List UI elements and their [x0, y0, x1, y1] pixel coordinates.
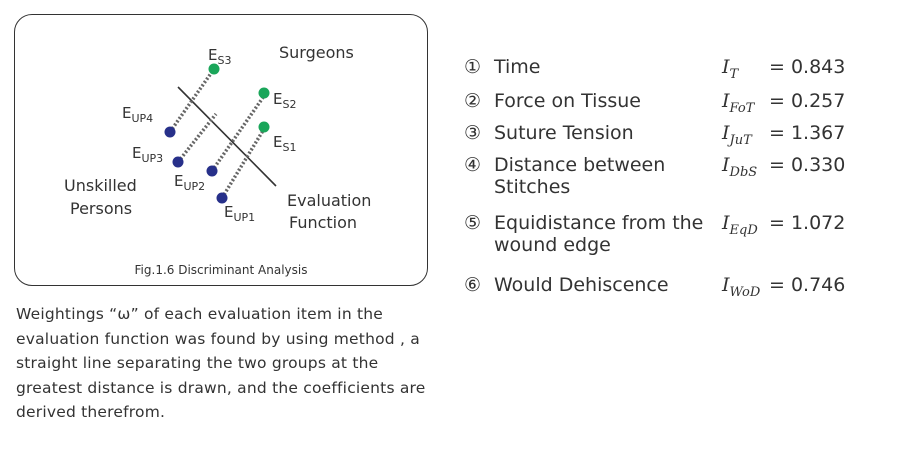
item-number: ⑤ — [464, 212, 482, 234]
item-value: = 0.746 — [769, 274, 846, 296]
item-number: ① — [464, 56, 482, 78]
point-eup1 — [216, 192, 228, 204]
discriminant-diagram: ES3 ES2 ES1 EUP4 EUP3 EUP2 EUP1 Surgeons… — [64, 43, 371, 277]
surgeons-label: Surgeons — [279, 43, 354, 62]
item-symbol: IEqD — [722, 212, 758, 238]
pair-link-3 — [176, 112, 218, 164]
label-eup1: EUP1 — [224, 203, 255, 224]
pair-link-1 — [220, 128, 266, 199]
point-eup2 — [206, 165, 218, 177]
item-value: = 1.072 — [769, 212, 846, 234]
item-value: = 0.330 — [769, 154, 846, 176]
item-symbol: IDbS — [722, 154, 758, 180]
item-symbol: IT — [722, 56, 739, 82]
item-number: ⑥ — [464, 274, 482, 296]
point-es2 — [258, 87, 270, 99]
unskilled-label-line1: Unskilled — [64, 176, 137, 195]
label-eup2: EUP2 — [174, 172, 205, 193]
eval-label-line1: Evaluation — [287, 191, 371, 210]
item-symbol: IFoT — [722, 90, 755, 116]
point-es3 — [208, 63, 220, 75]
item-value: = 1.367 — [769, 122, 846, 144]
pair-link-4 — [168, 67, 216, 134]
item-number: ③ — [464, 122, 482, 144]
item-symbol: IJuT — [722, 122, 752, 148]
item-label: Would Dehiscence — [494, 274, 669, 296]
item-label: Time — [494, 56, 541, 78]
description-text: Weightings “ω” of each evaluation item i… — [16, 305, 426, 421]
label-eup4: EUP4 — [122, 104, 153, 125]
point-eup4 — [164, 126, 176, 138]
item-symbol: IWoD — [722, 274, 761, 300]
point-eup3 — [172, 156, 184, 168]
label-es1: ES1 — [273, 133, 296, 154]
unskilled-label-line2: Persons — [70, 199, 132, 218]
item-number: ② — [464, 90, 482, 112]
item-number: ④ — [464, 154, 482, 176]
label-es3: ES3 — [208, 46, 231, 67]
item-label: Force on Tissue — [494, 90, 641, 112]
separating-line — [177, 86, 277, 187]
item-value: = 0.257 — [769, 90, 846, 112]
point-es1 — [258, 121, 270, 133]
label-eup3: EUP3 — [132, 144, 163, 165]
item-label: Suture Tension — [494, 122, 634, 144]
eval-label-line2: Function — [289, 213, 357, 232]
figure-caption: Fig.1.6 Discriminant Analysis — [135, 263, 308, 277]
item-value: = 0.843 — [769, 56, 846, 78]
label-es2: ES2 — [273, 90, 296, 111]
figure-frame — [14, 14, 428, 286]
item-label: Equidistance from the wound edge — [494, 212, 704, 256]
item-label: Distance between Stitches — [494, 154, 666, 198]
pair-link-2 — [210, 95, 266, 172]
